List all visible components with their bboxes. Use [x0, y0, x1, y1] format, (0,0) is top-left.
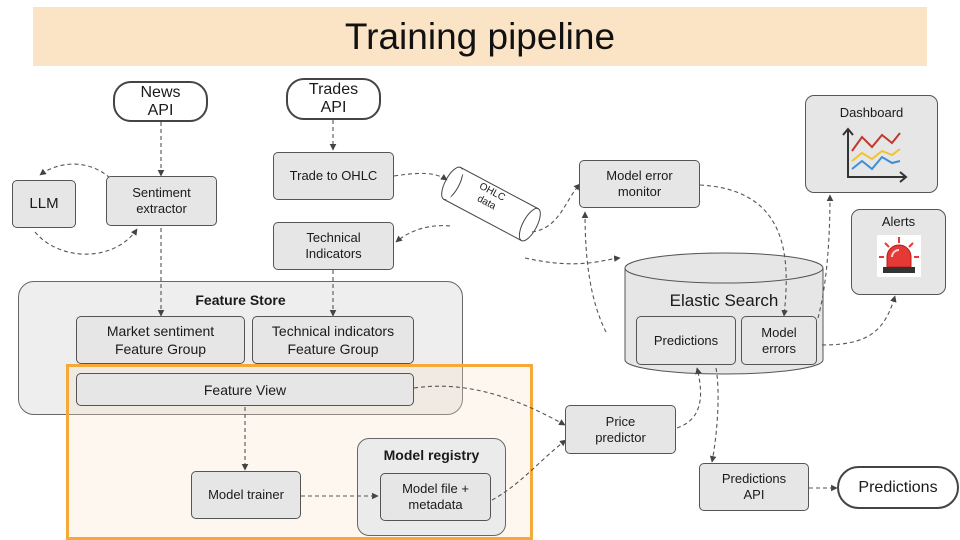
edge-ohlc-to-data	[393, 172, 448, 181]
llm-node: LLM	[12, 180, 76, 228]
feature-view-node: Feature View	[76, 373, 414, 406]
edge-modelfile-to-predictor	[491, 439, 567, 501]
dashboard-label: Dashboard	[839, 105, 904, 120]
edge-sentiment-to-llm	[39, 163, 111, 179]
edge-predictions-to-monitor	[581, 211, 607, 333]
line-chart-icon	[842, 127, 908, 183]
edge-modelerrors-to-dashboard	[817, 194, 834, 319]
model-errors-node: Model errors	[741, 316, 817, 365]
model-error-monitor-node: Model error monitor	[579, 160, 700, 208]
edge-data-to-technical	[395, 225, 451, 243]
edge-data-to-predictions	[524, 255, 621, 265]
technical-indicators-fg-node: Technical indicators Feature Group	[252, 316, 414, 364]
feature-store-title: Feature Store	[195, 292, 286, 308]
news-api-node: News API	[113, 81, 208, 122]
edge-monitor-to-modelerrors	[699, 184, 788, 317]
predictions-store-node: Predictions	[636, 316, 736, 365]
alerts-label: Alerts	[881, 214, 916, 229]
dashboard-node: Dashboard	[805, 95, 938, 193]
siren-icon	[877, 235, 921, 277]
technical-indicators-node: Technical Indicators	[273, 222, 394, 270]
predictions-api-node: Predictions API	[699, 463, 809, 511]
edge-featureview-to-predictor	[413, 385, 566, 426]
market-sentiment-fg-node: Market sentiment Feature Group	[76, 316, 245, 364]
edge-modelerrors-to-alerts	[821, 295, 897, 346]
model-trainer-node: Model trainer	[191, 471, 301, 519]
model-registry-title: Model registry	[383, 447, 480, 463]
elastic-search-label: Elastic Search	[669, 291, 779, 310]
page-title: Training pipeline	[33, 7, 927, 66]
edge-predictor-to-predictions	[676, 367, 702, 429]
price-predictor-node: Price predictor	[565, 405, 676, 454]
edge-predictions-to-api	[709, 367, 719, 463]
trade-to-ohlc-node: Trade to OHLC	[273, 152, 394, 200]
sentiment-extractor-node: Sentiment extractor	[106, 176, 217, 226]
trades-api-node: Trades API	[286, 78, 381, 120]
edge-data-to-monitor	[531, 183, 581, 233]
model-file-node: Model file + metadata	[380, 473, 491, 521]
alerts-node: Alerts	[851, 209, 946, 295]
predictions-output-node: Predictions	[837, 466, 959, 509]
edge-llm-to-sentiment	[34, 228, 138, 255]
